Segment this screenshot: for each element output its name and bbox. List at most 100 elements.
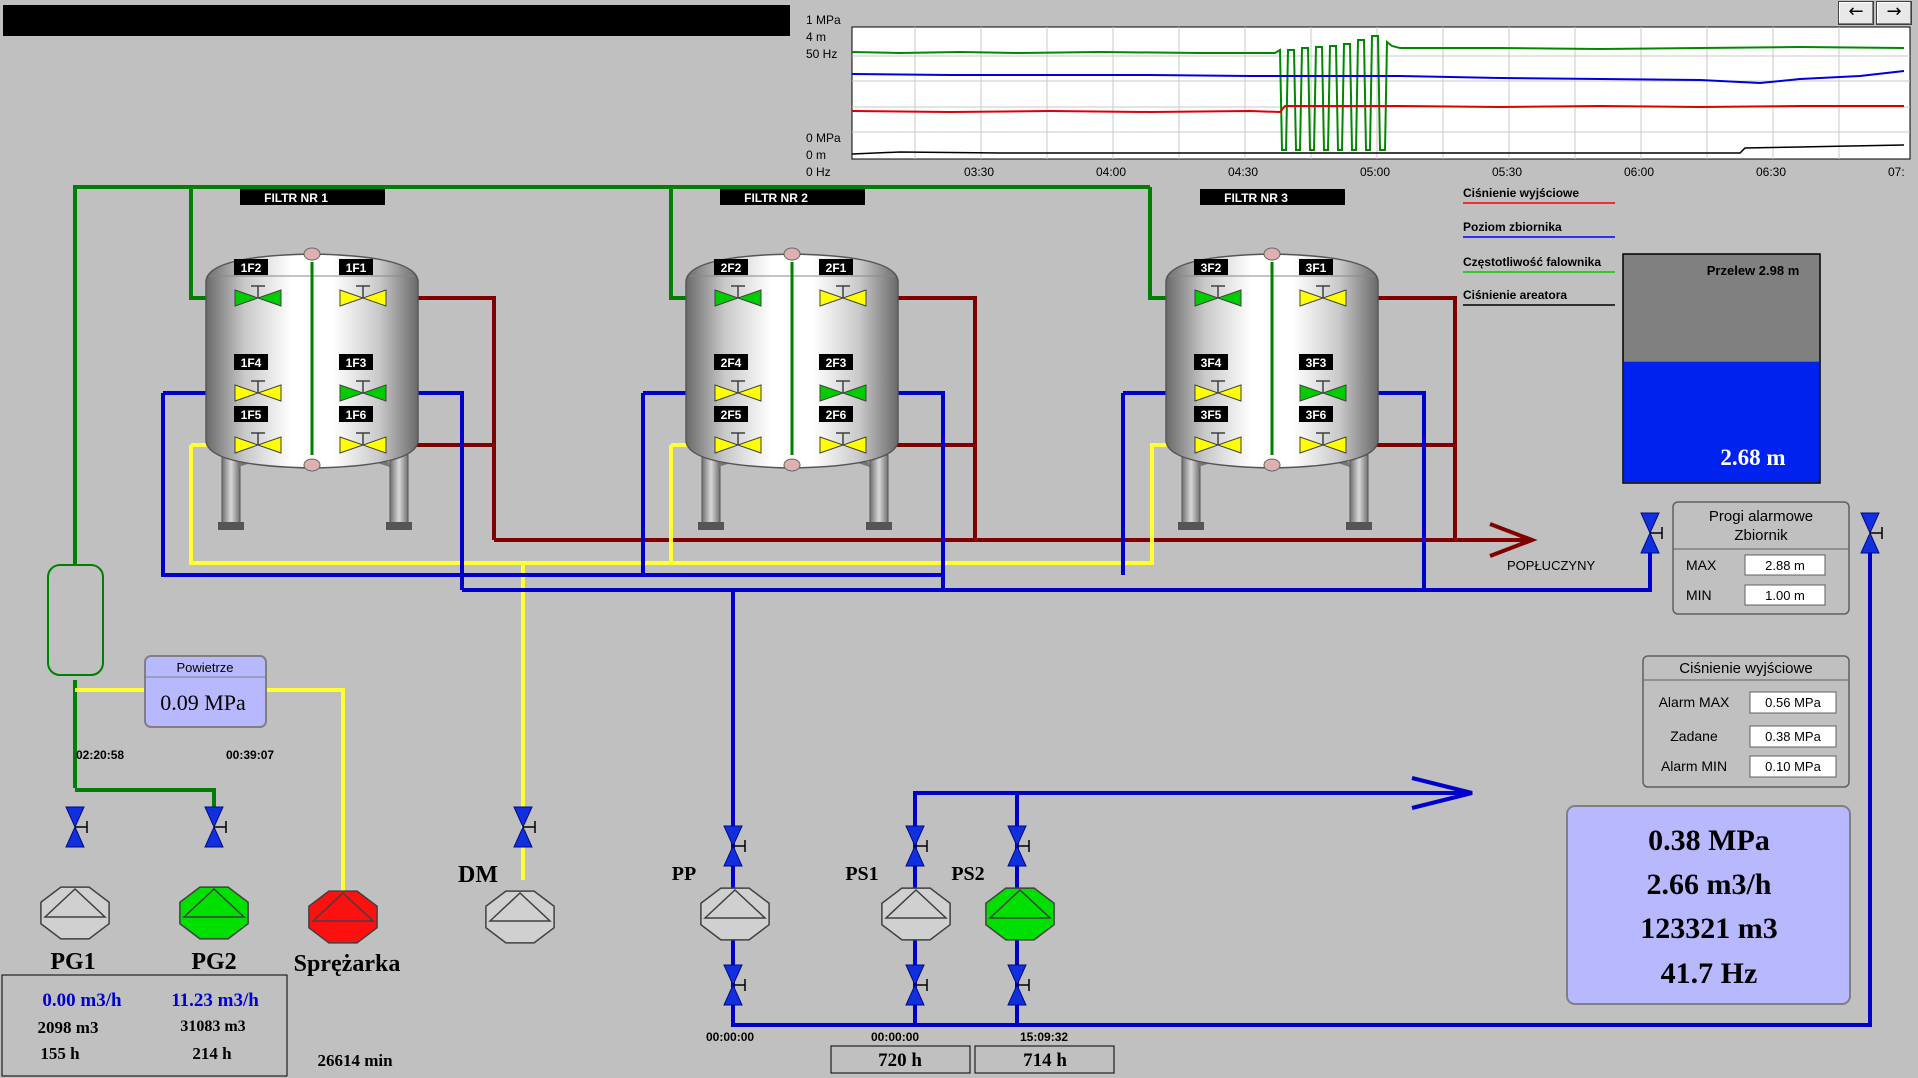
storage-tank: Przelew 2.98 m 2.68 m (1622, 253, 1821, 484)
arrow-left-icon: ← (1848, 1, 1864, 22)
pump-label-ps1: PS1 (845, 863, 878, 885)
valve-pg1[interactable] (65, 806, 88, 848)
pg1-flow: 0.00 m3/h (42, 990, 122, 1011)
valve-tag: 2F5 (721, 408, 742, 422)
tank-alarm-panel: Progi alarmowe Zbiornik MAX 2.88 m MIN 1… (1672, 501, 1850, 615)
valve-tag: 3F4 (1201, 356, 1222, 370)
forward-arrow-button[interactable]: → (1876, 1, 1912, 25)
axis-top-hz: 50 Hz (806, 47, 837, 61)
tank-min-field[interactable] (1744, 584, 1826, 606)
valve-tag: 3F1 (1306, 261, 1327, 275)
filter-title: FILTR NR 2 (744, 191, 808, 205)
setpoint-field[interactable] (1749, 725, 1837, 748)
valve-2F3[interactable] (819, 380, 867, 402)
summary-pressure: 0.38 MPa (1648, 824, 1770, 857)
pump-ps1[interactable] (881, 887, 951, 941)
valve-2F5[interactable] (714, 432, 762, 454)
pg2-volume: 31083 m3 (180, 1018, 245, 1035)
timer-pg1: 02:20:58 (76, 748, 124, 762)
timer-pg2: 00:39:07 (226, 748, 274, 762)
alarm-max-field[interactable] (1749, 691, 1837, 714)
valve-tag: 3F6 (1306, 408, 1327, 422)
valve-tag: 3F5 (1201, 408, 1222, 422)
setpoint-label: Zadane (1670, 728, 1718, 744)
valve-tank-inlet[interactable] (1640, 512, 1663, 554)
valve-dm[interactable] (513, 806, 536, 848)
valve-1F3[interactable] (339, 380, 387, 402)
valve-tag: 1F1 (346, 261, 367, 275)
service-hours: 720 h 714 h (830, 1045, 1115, 1074)
well-stats-panel: 0.00 m3/h 11.23 m3/h 2098 m3 31083 m3 15… (1, 974, 288, 1077)
summary-panel: 0.38 MPa 2.66 m3/h 123321 m3 41.7 Hz (1566, 805, 1851, 1005)
trend-line-frequency (851, 35, 1905, 151)
valve-3F5[interactable] (1194, 432, 1242, 454)
pipe-raw-water (73, 185, 1216, 820)
valve-ps1-outlet[interactable] (905, 964, 928, 1006)
pump-label-ps2: PS2 (951, 863, 984, 885)
alarm-min-label: Alarm MIN (1661, 758, 1727, 774)
valve-1F6[interactable] (339, 432, 387, 454)
valve-2F2[interactable] (714, 285, 762, 307)
valve-tag: 2F1 (826, 261, 847, 275)
valve-2F6[interactable] (819, 432, 867, 454)
pump-pg2[interactable] (179, 886, 249, 940)
valve-pg2[interactable] (204, 806, 227, 848)
pump-dm[interactable] (485, 890, 555, 944)
legend-outlet-pressure: Ciśnienie wyjściowe (1463, 186, 1579, 200)
pump-label-pg1: PG1 (50, 949, 95, 975)
tank-water-level (1624, 361, 1819, 482)
valve-ps2-outlet[interactable] (1007, 964, 1030, 1006)
valve-pp-outlet[interactable] (723, 964, 746, 1006)
axis-bottom-hz: 0 Hz (806, 165, 831, 179)
summary-frequency: 41.7 Hz (1661, 957, 1758, 990)
valve-tank-outlet[interactable] (1860, 512, 1883, 554)
pg2-flow: 11.23 m3/h (171, 990, 259, 1011)
pump-compressor[interactable] (308, 890, 378, 944)
valve-3F6[interactable] (1299, 432, 1347, 454)
valve-tag: 1F3 (346, 356, 367, 370)
outlet-pressure-panel: Ciśnienie wyjściowe Alarm MAX 0.56 MPa Z… (1642, 655, 1850, 788)
back-arrow-button[interactable]: ← (1838, 1, 1874, 25)
timer-ps2: 15:09:32 (1020, 1030, 1068, 1044)
pump-pg1[interactable] (40, 886, 110, 940)
valve-1F1[interactable] (339, 285, 387, 307)
valve-tag: 2F2 (721, 261, 742, 275)
valve-ps2-inlet[interactable] (1007, 825, 1030, 867)
pg1-hours: 155 h (40, 1044, 80, 1063)
tank-max-field[interactable] (1744, 554, 1826, 576)
valve-1F2[interactable] (234, 285, 282, 307)
pg2-hours: 214 h (192, 1044, 232, 1063)
arrow-right-icon: → (1886, 1, 1902, 22)
time-tick: 04:30 (1228, 165, 1258, 179)
valve-tag: 2F3 (826, 356, 847, 370)
valve-2F1[interactable] (819, 285, 867, 307)
valve-3F3[interactable] (1299, 380, 1347, 402)
filter-title: FILTR NR 3 (1224, 191, 1288, 205)
valve-tag: 3F3 (1306, 356, 1327, 370)
valve-tag: 1F6 (346, 408, 367, 422)
valve-tag: 2F6 (826, 408, 847, 422)
valve-3F2[interactable] (1194, 285, 1242, 307)
setpoint-value: 0.38 MPa (1765, 729, 1821, 744)
pump-label-pp: PP (672, 863, 696, 885)
pump-pp[interactable] (700, 887, 770, 941)
trend-line-outlet-pressure (851, 104, 1904, 114)
valve-tag: 1F2 (241, 261, 262, 275)
filter-title: FILTR NR 1 (264, 191, 328, 205)
tank-alarm-title-2: Zbiornik (1734, 527, 1788, 544)
pump-ps2[interactable] (985, 887, 1055, 941)
valve-1F4[interactable] (234, 380, 282, 402)
valve-1F5[interactable] (234, 432, 282, 454)
outlet-pressure-title: Ciśnienie wyjściowe (1679, 660, 1812, 677)
valve-ps1-inlet[interactable] (905, 825, 928, 867)
valve-3F4[interactable] (1194, 380, 1242, 402)
valve-2F4[interactable] (714, 380, 762, 402)
valve-pp-inlet[interactable] (723, 825, 746, 867)
alarm-min-field[interactable] (1749, 755, 1837, 778)
valve-3F1[interactable] (1299, 285, 1347, 307)
valve-tag: 1F4 (241, 356, 262, 370)
arrow-backwash (1489, 522, 1538, 558)
